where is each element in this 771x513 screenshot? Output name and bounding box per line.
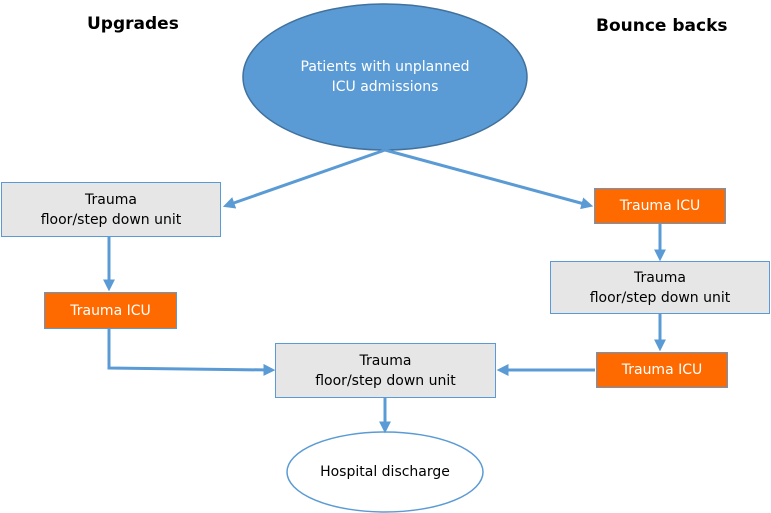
bounce-floor-line-1: Trauma xyxy=(634,269,686,286)
center-floor-node: Trauma floor/step down unit xyxy=(275,343,496,398)
upgrade-floor-line-2: floor/step down unit xyxy=(40,211,182,228)
bounce-backs-heading: Bounce backs xyxy=(596,16,728,36)
bounce-icu-1-label: Trauma ICU xyxy=(619,198,701,214)
center-floor-line-2: floor/step down unit xyxy=(315,372,456,389)
upgrades-heading: Upgrades xyxy=(87,14,179,34)
upgrade-floor-node: Trauma floor/step down unit xyxy=(1,182,221,237)
bounce-floor-node: Trauma floor/step down unit xyxy=(550,261,770,314)
start-line-2: ICU admissions xyxy=(331,79,439,95)
center-floor-line-1: Trauma xyxy=(359,352,412,369)
bounce-floor-line-2: floor/step down unit xyxy=(589,289,731,306)
arrow-start-to-upgrade-floor xyxy=(222,148,386,209)
bounce-icu-node-1: Trauma ICU xyxy=(594,188,726,224)
arrow-start-to-bounce-icu xyxy=(384,148,594,210)
bounce-icu-2-label: Trauma ICU xyxy=(621,362,703,378)
upgrade-floor-line-1: Trauma xyxy=(85,191,137,208)
upgrade-icu-label: Trauma ICU xyxy=(70,302,151,319)
upgrade-icu-node: Trauma ICU xyxy=(44,292,177,329)
start-line-1: Patients with unplanned xyxy=(300,59,470,75)
bounce-icu-node-2: Trauma ICU xyxy=(596,352,728,388)
start-node: Patients with unplanned ICU admissions xyxy=(243,4,527,150)
discharge-label: Hospital discharge xyxy=(320,464,450,480)
discharge-node: Hospital discharge xyxy=(287,432,483,512)
arrow-upgrade-icu-to-center xyxy=(107,328,276,376)
